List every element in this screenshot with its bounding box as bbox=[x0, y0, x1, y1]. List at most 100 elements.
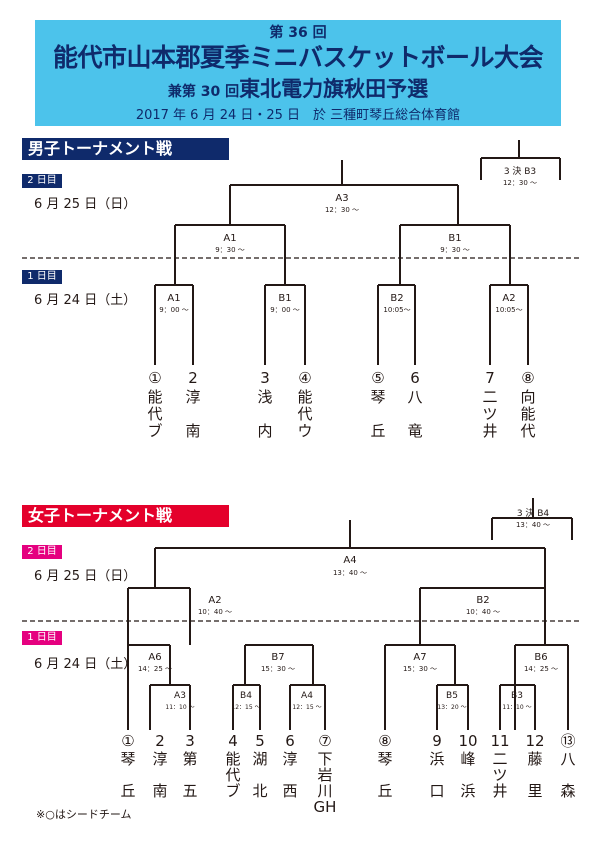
boys-day2-date: 6 月 25 日（日） bbox=[34, 197, 137, 212]
girls-team-4-name-char: 能 bbox=[225, 750, 240, 768]
boys-team-2-number: 2 bbox=[188, 369, 198, 387]
boys-team-7-name-char: ツ bbox=[482, 405, 497, 423]
boys-team-6-name-char: 竜 bbox=[407, 422, 422, 440]
girls-team-3-name-char: 五 bbox=[182, 782, 197, 800]
boys-team-8-name-char: 能 bbox=[520, 405, 535, 423]
girls-team-9-name-char: 口 bbox=[429, 782, 444, 800]
girls-r1-3-time: 12：15 〜 bbox=[292, 704, 321, 711]
boys-team-4-name-char: 代 bbox=[297, 405, 312, 423]
boys-r1-4-label: A2 bbox=[502, 293, 515, 304]
boys-semi-right-time: 9：30 〜 bbox=[440, 246, 470, 254]
girls-team-13-name-char: 森 bbox=[560, 782, 575, 800]
girls-qf-4-time: 14：25 〜 bbox=[524, 665, 558, 673]
title-banner: 第 36 回 能代市山本郡夏季ミニバスケットボール大会 兼第 30 回東北電力旗… bbox=[35, 20, 561, 126]
seed-note: ※○はシードチーム bbox=[36, 808, 132, 821]
boys-team-4-name-char: ウ bbox=[297, 422, 312, 440]
girls-qf-1-time: 14：25 〜 bbox=[138, 665, 172, 673]
boys-r1-4-time: 10:05〜 bbox=[495, 306, 522, 314]
girls-team-7-name-char: GH bbox=[314, 798, 337, 816]
girls-r1-2-label: B4 bbox=[240, 691, 252, 701]
girls-team-7-name-char: 下 bbox=[317, 750, 332, 768]
girls-day1-date: 6 月 24 日（土） bbox=[34, 657, 137, 672]
girls-team-13-number: ⑬ bbox=[560, 732, 575, 750]
girls-team-7-number: ⑦ bbox=[318, 732, 331, 750]
girls-team-4-name-char: 代 bbox=[225, 766, 240, 784]
girls-team-1-name-char: 琴 bbox=[120, 750, 135, 768]
boys-team-7-number: 7 bbox=[485, 369, 495, 387]
girls-day1-badge: 1 日目 bbox=[22, 631, 62, 645]
girls-team-3-name-char: 第 bbox=[182, 750, 197, 768]
boys-r1-2-label: B1 bbox=[278, 293, 291, 304]
qualifier-main: 東北電力旗秋田予選 bbox=[239, 77, 429, 101]
girls-r1-4-time: 13：20 〜 bbox=[437, 704, 466, 711]
girls-day2-date: 6 月 25 日（日） bbox=[34, 569, 137, 584]
girls-team-2-name-char: 淳 bbox=[152, 750, 167, 768]
girls-final-label: A4 bbox=[343, 555, 356, 566]
girls-r1-3-label: A4 bbox=[301, 691, 313, 701]
day-divider-lines bbox=[22, 257, 580, 622]
girls-team-10-name-char: 峰 bbox=[460, 750, 475, 768]
boys-team-1-name-char: ブ bbox=[147, 422, 162, 440]
boys-team-1-name-char: 能 bbox=[147, 388, 162, 406]
bracket-lines bbox=[127, 140, 573, 730]
boys-semi-left-label: A1 bbox=[223, 233, 236, 244]
girls-day2-badge: 2 日目 bbox=[22, 545, 62, 559]
girls-team-1-name-char: 丘 bbox=[120, 782, 135, 800]
girls-team-8-name-char: 丘 bbox=[377, 782, 392, 800]
boys-day1-date: 6 月 24 日（土） bbox=[34, 293, 137, 308]
boys-team-8-name-char: 向 bbox=[520, 388, 535, 406]
girls-team-13-name-char: 八 bbox=[560, 750, 575, 768]
girls-team-10-number: 10 bbox=[458, 732, 477, 750]
girls-team-5-number: 5 bbox=[255, 732, 265, 750]
girls-team-6-name-char: 淳 bbox=[282, 750, 297, 768]
girls-team-11-name-char: 二 bbox=[492, 750, 507, 768]
boys-team-8-name-char: 代 bbox=[520, 422, 535, 440]
boys-third-time: 12：30 〜 bbox=[503, 179, 537, 187]
boys-team-1-name-char: 代 bbox=[147, 405, 162, 423]
girls-r1-4-label: B5 bbox=[446, 691, 458, 701]
girls-team-5-name-char: 湖 bbox=[252, 750, 267, 768]
girls-team-12-number: 12 bbox=[525, 732, 544, 750]
girls-semi-left-label: A2 bbox=[208, 595, 221, 606]
date-venue: 2017 年 6 月 24 日・25 日 於 三種町琴丘総合体育館 bbox=[135, 108, 461, 123]
girls-team-9-number: 9 bbox=[432, 732, 442, 750]
girls-team-7-name-char: 岩 bbox=[317, 766, 332, 784]
qualifier-title: 兼第 30 回東北電力旗秋田予選 bbox=[35, 73, 561, 103]
girls-team-11-name-char: ツ bbox=[492, 766, 507, 784]
girls-team-5-name-char: 北 bbox=[252, 782, 267, 800]
boys-team-7-name-char: 井 bbox=[482, 422, 497, 440]
girls-section-title: 女子トーナメント戦 bbox=[22, 505, 229, 527]
boys-r1-1-time: 9：00 〜 bbox=[159, 306, 189, 314]
girls-team-9-name-char: 浜 bbox=[429, 750, 444, 768]
boys-final-label: A3 bbox=[335, 193, 348, 204]
boys-team-5-name-char: 丘 bbox=[370, 422, 385, 440]
girls-team-12-name-char: 藤 bbox=[527, 750, 542, 768]
girls-team-2-number: 2 bbox=[155, 732, 165, 750]
girls-qf-3-label: A7 bbox=[413, 652, 426, 663]
girls-third-time: 13：40 〜 bbox=[516, 521, 550, 529]
boys-r1-1-label: A1 bbox=[167, 293, 180, 304]
girls-team-7-name-char: 川 bbox=[317, 782, 332, 800]
girls-r1-1-time: 11：10 〜 bbox=[165, 704, 194, 711]
girls-team-6-name-char: 西 bbox=[282, 782, 297, 800]
boys-team-1-number: ① bbox=[148, 369, 161, 387]
girls-qf-2-label: B7 bbox=[271, 652, 284, 663]
boys-team-8-number: ⑧ bbox=[521, 369, 534, 387]
boys-day2-badge: 2 日目 bbox=[22, 174, 62, 188]
boys-team-4-number: ④ bbox=[298, 369, 311, 387]
team-labels: ①能代ブ2淳南3浅内④能代ウ⑤琴丘6八竜7二ツ井⑧向能代①琴丘2淳南3第五4能代… bbox=[120, 369, 575, 816]
boys-team-2-name-char: 淳 bbox=[185, 388, 200, 406]
girls-qf-4-label: B6 bbox=[534, 652, 547, 663]
girls-semi-right-label: B2 bbox=[476, 595, 489, 606]
boys-team-5-number: ⑤ bbox=[371, 369, 384, 387]
boys-r1-3-label: B2 bbox=[390, 293, 403, 304]
girls-semi-right-time: 10：40 〜 bbox=[466, 608, 500, 616]
girls-qf-1-label: A6 bbox=[148, 652, 161, 663]
girls-third-label: 3 決 B4 bbox=[517, 507, 550, 519]
girls-team-4-name-char: ブ bbox=[225, 782, 240, 800]
boys-team-5-name-char: 琴 bbox=[370, 388, 385, 406]
girls-team-4-number: 4 bbox=[228, 732, 238, 750]
girls-semi-left-time: 10：40 〜 bbox=[198, 608, 232, 616]
